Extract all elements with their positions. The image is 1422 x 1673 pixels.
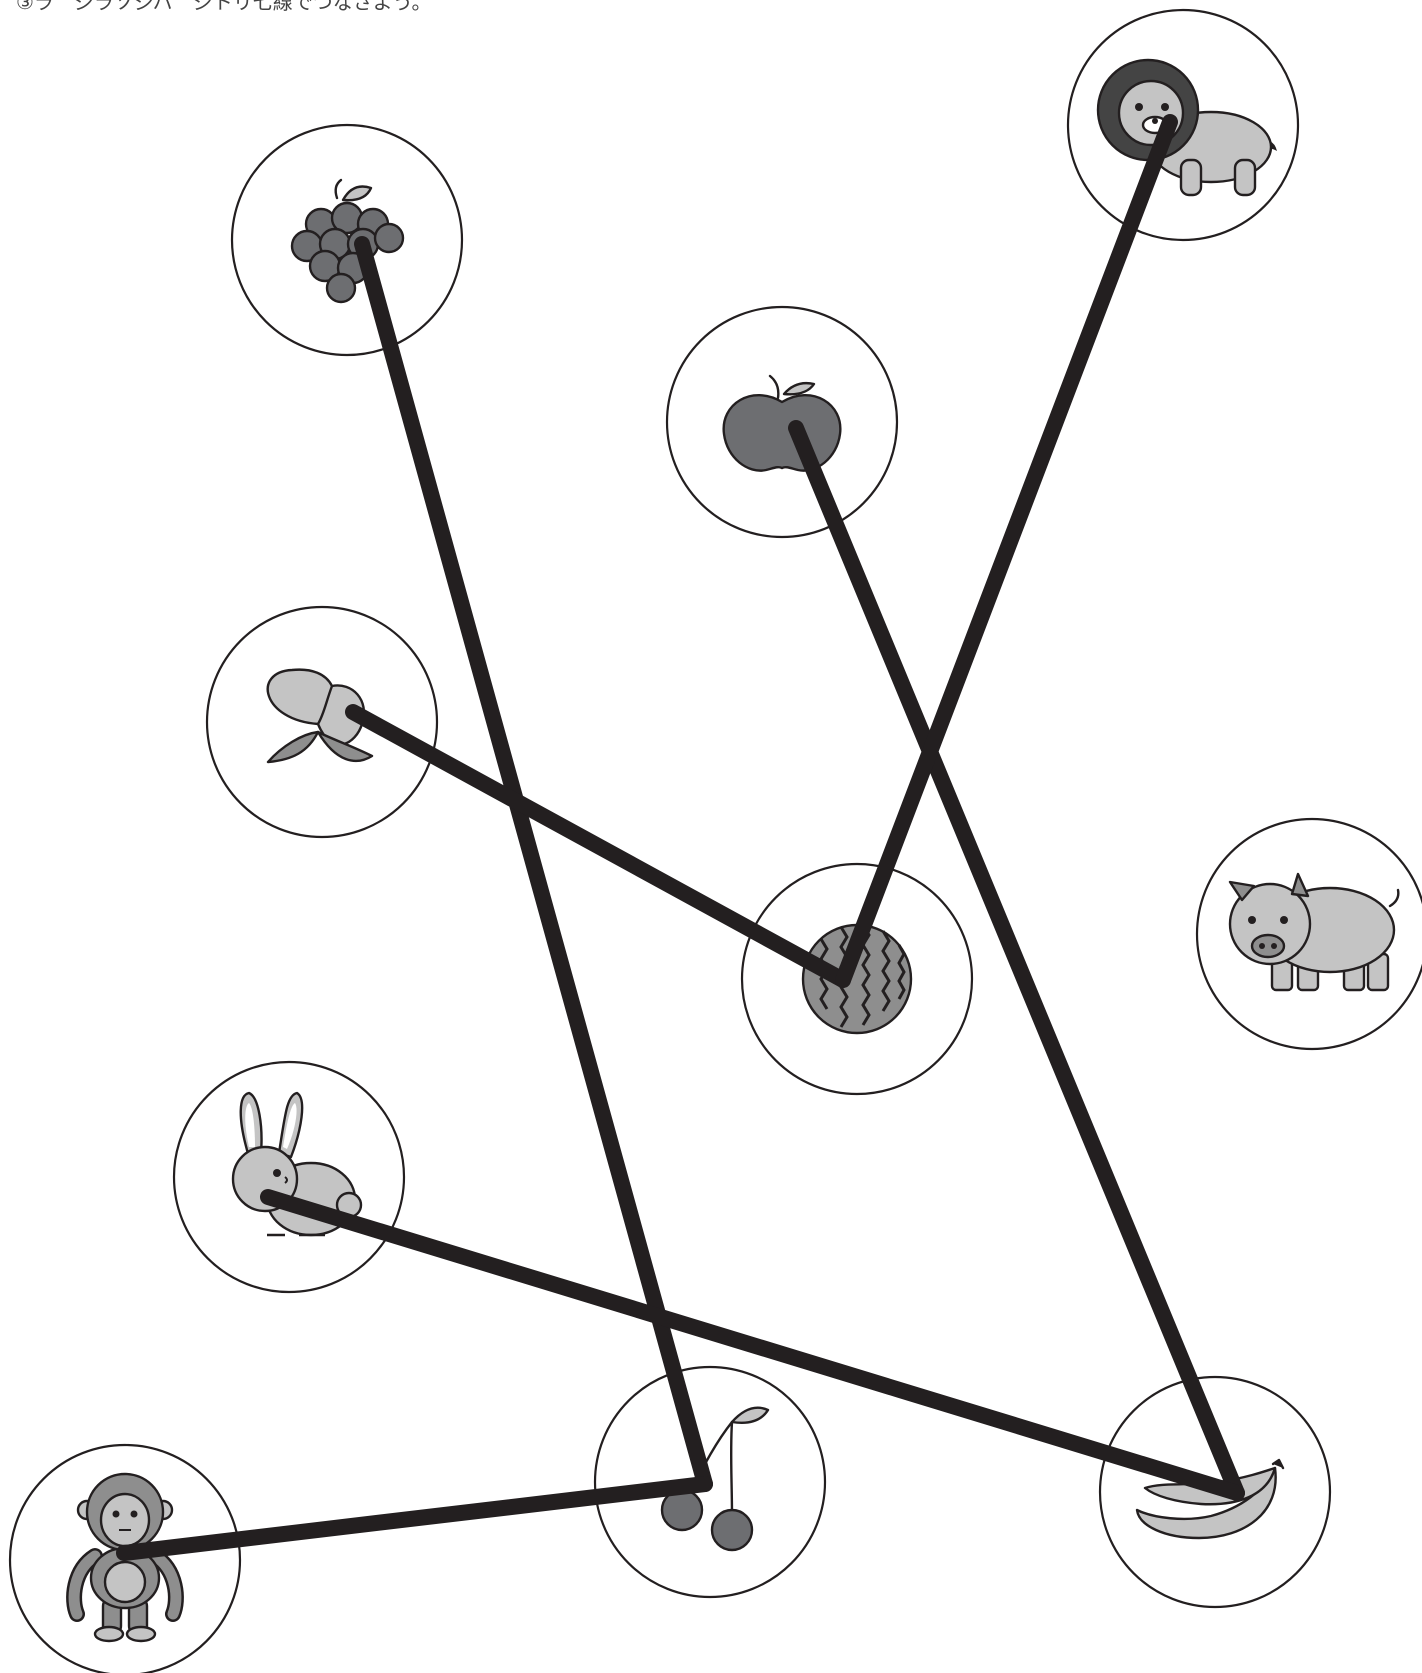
line-watermelon-lion	[835, 114, 1178, 988]
node-lion[interactable]	[1066, 8, 1300, 242]
line-banana-rabbit	[260, 1189, 1245, 1501]
instruction-text: ③ラ ジラソジバ ジトリ七線でつなさよう。	[16, 0, 432, 14]
line-apple-banana	[788, 420, 1245, 1501]
node-watermelon[interactable]	[740, 862, 974, 1096]
node-grapes[interactable]	[230, 123, 464, 357]
pig-icon	[1228, 872, 1400, 992]
node-pig[interactable]	[1195, 817, 1422, 1051]
grapes-icon	[290, 178, 405, 304]
line-cherry-monkey	[116, 1476, 713, 1561]
watermelon-icon	[801, 923, 913, 1035]
line-peach-watermelon	[345, 704, 851, 988]
node-rabbit[interactable]	[172, 1060, 406, 1294]
node-apple[interactable]	[665, 305, 899, 539]
line-grapes-cherry	[354, 236, 713, 1492]
peach-icon	[266, 668, 374, 764]
node-peach[interactable]	[205, 605, 439, 839]
monkey-icon	[66, 1472, 184, 1643]
